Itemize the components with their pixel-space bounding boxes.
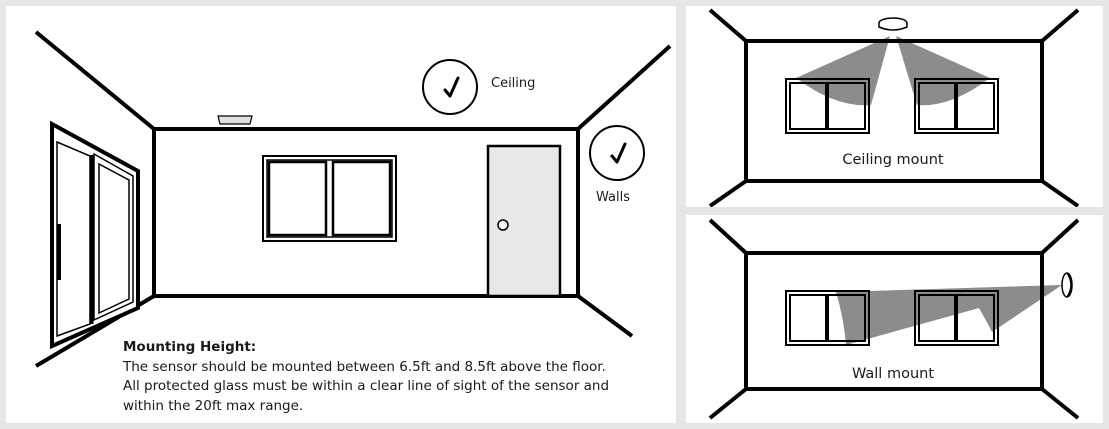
back-wall (152, 127, 580, 298)
floor-right-edge (576, 294, 634, 338)
mounting-line-3: within the 20ft max range. (123, 397, 304, 414)
ceiling-room-right-window (914, 78, 999, 134)
ceiling-mount-drawing (708, 8, 1080, 207)
ceiling-label: Ceiling (491, 76, 536, 91)
wall-room-left-window (785, 290, 870, 346)
ceiling-room-left-window (785, 78, 870, 134)
sliding-glass-door (50, 120, 140, 350)
room-diagram-panel: Ceiling Walls Mounting Height: The senso… (6, 6, 676, 423)
walls-check-icon (589, 125, 645, 181)
mounting-height-note: Mounting Height: The sensor should be mo… (123, 338, 643, 416)
wall-mount-caption: Wall mount (851, 366, 935, 382)
wall-mount-drawing (708, 218, 1080, 420)
walls-label: Walls (596, 190, 630, 205)
ceiling-mount-caption: Ceiling mount (842, 152, 944, 168)
mounting-line-2: All protected glass must be within a cle… (123, 378, 610, 394)
ceiling-right-edge (576, 44, 672, 131)
wall-mount-panel: Wall mount (686, 215, 1103, 423)
room-perspective-drawing (34, 30, 672, 368)
ceiling-check-icon (422, 59, 478, 115)
ceiling-sensor (217, 115, 253, 125)
ceiling-left-edge (34, 30, 156, 131)
wall-coverage-cones (836, 285, 1062, 345)
doorknob (497, 219, 509, 231)
back-wall-door (486, 144, 562, 298)
ceiling-mount-panel: Ceiling mount (686, 6, 1103, 207)
mounting-line-1: The sensor should be mounted between 6.5… (123, 358, 606, 375)
mounting-height-title: Mounting Height: (123, 339, 257, 355)
ceiling-room-back-wall (744, 39, 1044, 183)
wall-sensor-icon (1061, 272, 1073, 298)
back-wall-window (262, 155, 397, 242)
ceiling-sensor-icon (878, 17, 908, 31)
wall-room-right-window (914, 290, 999, 346)
door-handle (57, 224, 61, 280)
wall-room-back-wall (744, 251, 1044, 391)
